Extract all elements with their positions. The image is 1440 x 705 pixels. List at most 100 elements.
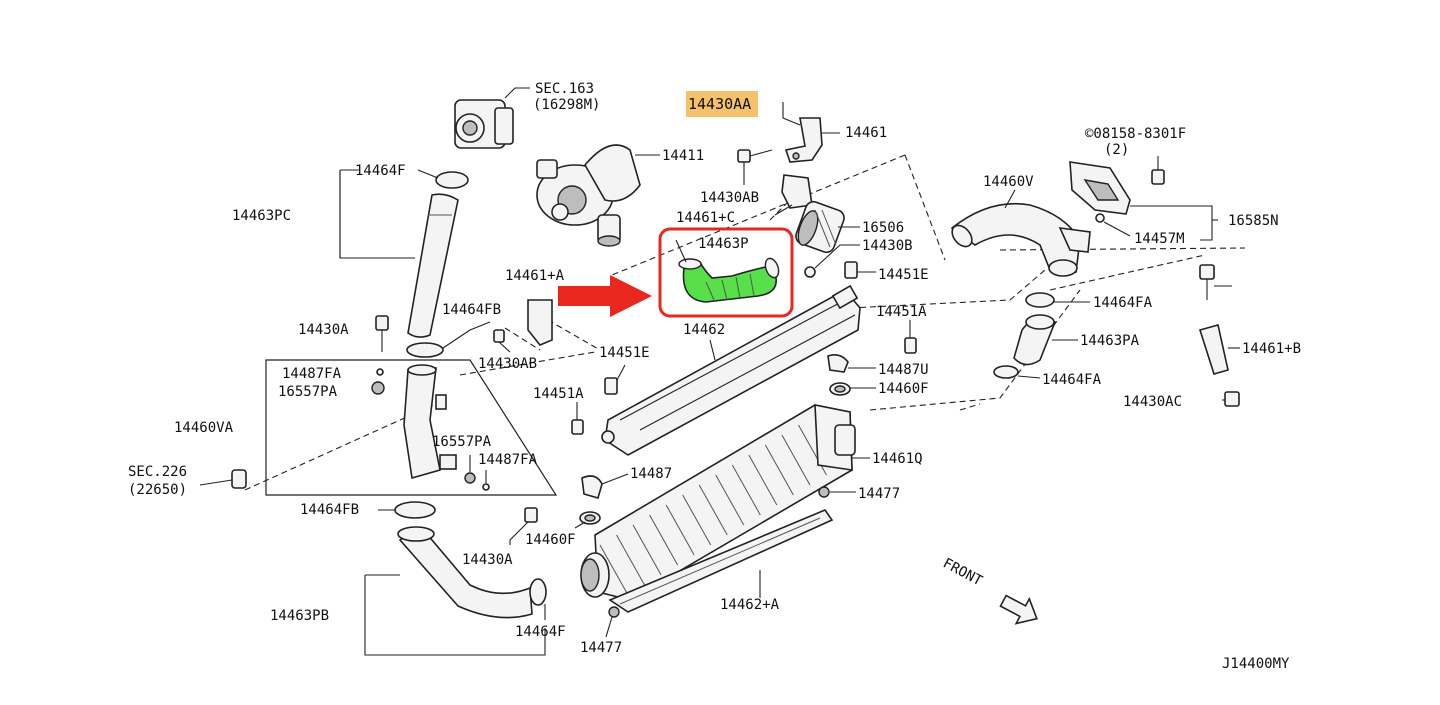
label-14451E-right: 14451E (878, 267, 929, 283)
label-16557PA-bot: 16557PA (432, 434, 492, 450)
label-14464F-top: 14464F (355, 163, 406, 179)
bolt-14430AB-top (737, 149, 773, 163)
label-14487U: 14487U (878, 362, 929, 378)
label-14460VA: 14460VA (174, 420, 234, 436)
clip-14487FA-top (376, 368, 384, 376)
grommet-16557PA-top (371, 381, 385, 395)
label-14457M: 14457M (1134, 231, 1185, 247)
label-14464FA-top: 14464FA (1093, 295, 1153, 311)
bolt-14430AC (1222, 391, 1240, 407)
bolt-14430AB-mid (493, 329, 511, 353)
bolt-08158-8301F (1151, 156, 1165, 185)
label-14461: 14461 (845, 125, 887, 141)
bracket-14463PB (364, 575, 546, 656)
label-08158-8301F: ©08158-8301F (1085, 126, 1186, 142)
clamp-14464F-top (417, 169, 469, 189)
bracket-14463PC (339, 170, 415, 259)
label-14430A-top: 14430A (298, 322, 349, 338)
label-16557PA-top: 16557PA (278, 384, 338, 400)
bracket-14461-B (1198, 324, 1240, 375)
intercooler-14461Q (580, 404, 856, 601)
label-14430AB-mid: 14430AB (478, 356, 537, 372)
clamp-14464FA-bot (993, 365, 1041, 379)
label-14477-right: 14477 (858, 486, 900, 502)
intercooler-fin (748, 454, 778, 506)
turbocharger (536, 144, 641, 247)
intercooler-fin (715, 474, 745, 526)
pointer-arrow (558, 275, 652, 317)
bolt-14451E-right (844, 261, 876, 279)
clamp-14464FB-bot (378, 501, 436, 519)
clip-14487U (827, 354, 876, 373)
hose-14463PC (407, 193, 459, 338)
label-sec226-sub: (22650) (128, 482, 187, 498)
bolt-14430A-bot (509, 507, 538, 545)
bolt-14430A-top (375, 315, 389, 352)
label-14461-C: 14461+C (676, 210, 735, 226)
hose-14463PB (397, 526, 533, 619)
clamp-14464FA-top (1025, 292, 1090, 308)
label-14464FA-bot: 14464FA (1042, 372, 1102, 388)
ring-14460F-right (829, 382, 876, 396)
intercooler-fin (781, 434, 811, 486)
hose-14463P (678, 257, 780, 303)
label-14487FA-bot: 14487FA (478, 452, 538, 468)
label-14464F-bot: 14464F (515, 624, 566, 640)
label-14463P: 14463P (698, 236, 749, 252)
label-14461-B: 14461+B (1242, 341, 1301, 357)
sensor-sec226 (199, 469, 247, 489)
label-14461Q: 14461Q (872, 451, 923, 467)
intercooler-fin (682, 494, 712, 546)
label-14477-bot: 14477 (580, 640, 622, 656)
grommet-16557PA-bot (464, 455, 476, 484)
label-14430AC: 14430AC (1123, 394, 1182, 410)
label-14464FB-mid: 14464FB (442, 302, 501, 318)
label-14464FB-bot: 14464FB (300, 502, 359, 518)
bolt-14461B-top (1199, 264, 1232, 300)
clamp-14464F-bot (529, 578, 547, 620)
label-front: FRONT (940, 555, 985, 589)
label-14460F-bot: 14460F (525, 532, 576, 548)
bolt-14451E-mid (604, 364, 626, 395)
air-guide-14462A (608, 509, 834, 613)
label-14430AA: 14430AA (688, 95, 751, 113)
clip-14457M (1095, 213, 1131, 237)
intercooler-fin (599, 544, 629, 596)
bracket-14461 (784, 117, 823, 163)
intercooler-fin (649, 514, 679, 566)
label-16585N: 16585N (1228, 213, 1279, 229)
intercooler-fin (731, 464, 761, 516)
text-labels: SEC.163 (16298M) 14430AA 14461 14411 144… (128, 81, 1301, 672)
label-14430A-bot: 14430A (462, 552, 513, 568)
throttle-body (454, 99, 514, 149)
bolt-14451A-mid (571, 402, 584, 435)
label-14463PA: 14463PA (1080, 333, 1140, 349)
ring-14460F-bottom (574, 511, 601, 529)
bolt-14451A-right (904, 320, 917, 354)
intercooler-fin (764, 444, 794, 496)
label-14430B: 14430B (862, 238, 913, 254)
label-14451E-mid: 14451E (599, 345, 650, 361)
label-14463PC: 14463PC (232, 208, 291, 224)
sensor-16506 (795, 200, 845, 254)
intercooler-fin (698, 484, 728, 536)
label-sec163: SEC.163 (535, 81, 594, 97)
label-14460V: 14460V (983, 174, 1034, 190)
highlight-box-14463P (658, 227, 794, 318)
pipe-14460VA (403, 364, 457, 480)
bracket-14461-C (781, 174, 813, 209)
label-highlight (686, 91, 758, 117)
air-duct-14462 (601, 284, 861, 456)
clamp-14430B (804, 244, 860, 278)
grommet-14477-bottom (605, 606, 620, 638)
intercooler-fin (665, 504, 695, 556)
label-14460F-right: 14460F (878, 381, 929, 397)
label-diagram-id: J14400MY (1222, 656, 1290, 672)
label-16506: 16506 (862, 220, 904, 236)
label-14451A-right: 14451A (876, 304, 927, 320)
label-bolt-qty: (2) (1104, 142, 1129, 158)
clip-14487FA-bot (482, 470, 490, 491)
grommet-14477-right (818, 486, 856, 498)
clamp-14464FB-mid (406, 321, 491, 358)
